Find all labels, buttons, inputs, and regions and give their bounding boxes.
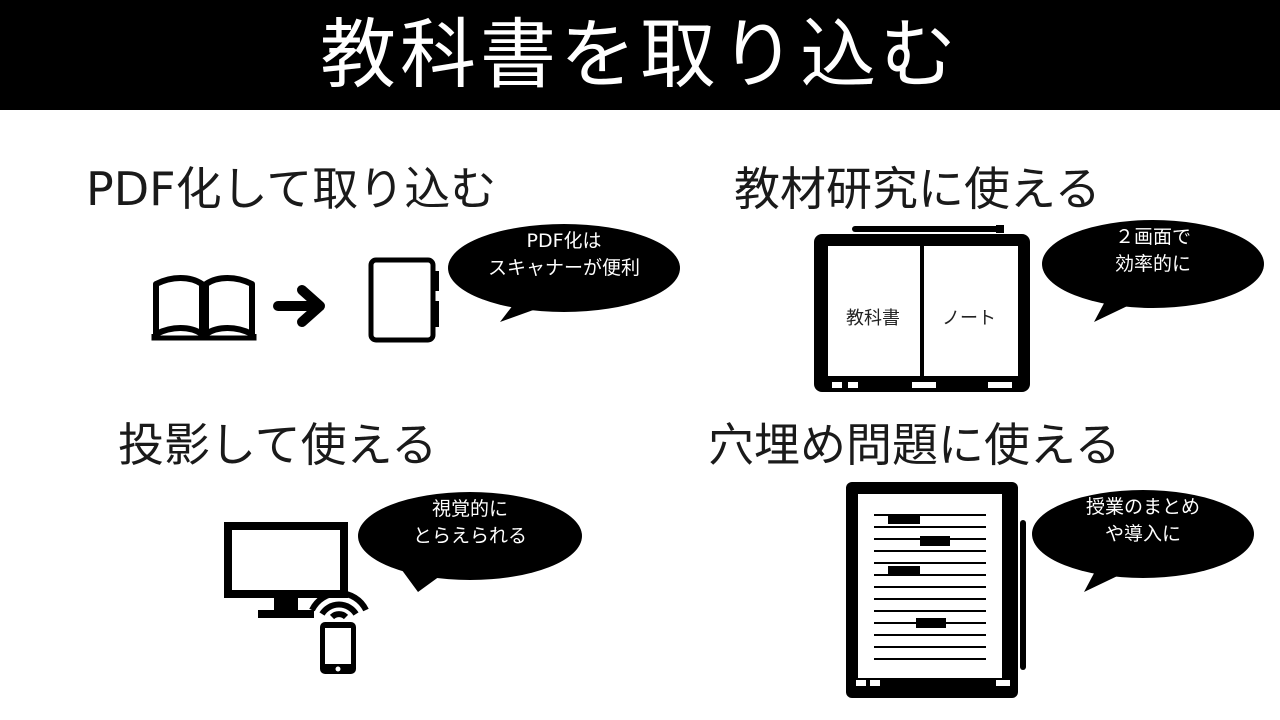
bubble-text-research: ２画面で 効率的に	[1040, 224, 1266, 277]
bubble-fill-in-line1: 授業のまとめ	[1085, 496, 1200, 518]
speech-bubble-pdf	[448, 224, 680, 322]
wireless-icon	[309, 590, 369, 620]
heading-pdf: PDF化して取り込む	[86, 162, 497, 216]
pane-label-notes: ノート	[942, 308, 996, 329]
bubble-text-pdf: PDF化は スキャナーが便利	[446, 228, 682, 281]
worksheet-tablet-icon	[846, 482, 1026, 698]
bubble-pdf-line1: PDF化は	[526, 230, 602, 252]
heading-research: 教材研究に使える	[734, 162, 1101, 216]
bubble-research-line1: ２画面で	[1114, 226, 1191, 248]
dual-screen-tablet-icon	[814, 225, 1030, 392]
title-bar: 教科書を取り込む	[0, 0, 1280, 110]
speech-bubble-fill-in	[1032, 490, 1254, 592]
tablet-icon	[368, 257, 439, 343]
bubble-projection-line1: 視覚的に	[431, 498, 508, 520]
pane-label-textbook: 教科書	[846, 308, 900, 329]
smartphone-icon	[320, 622, 356, 674]
heading-projection: 投影して使える	[118, 418, 438, 472]
bubble-projection-line2: とらえられる	[412, 524, 527, 547]
bubble-pdf-line2: スキャナーが便利	[487, 256, 640, 279]
page-title: 教科書を取り込む	[320, 10, 960, 99]
book-icon	[151, 275, 257, 341]
bubble-research-line2: 効率的に	[1114, 252, 1191, 275]
speech-bubble-projection	[358, 492, 582, 592]
arrow-right-icon	[273, 285, 325, 327]
bubble-fill-in-line2: や導入に	[1104, 522, 1181, 545]
heading-fill-in: 穴埋め問題に使える	[708, 418, 1121, 472]
speech-bubble-research	[1042, 220, 1264, 322]
monitor-icon	[224, 522, 348, 618]
bubble-text-projection: 視覚的に とらえられる	[356, 496, 584, 549]
bubble-text-fill-in: 授業のまとめ や導入に	[1030, 494, 1256, 547]
